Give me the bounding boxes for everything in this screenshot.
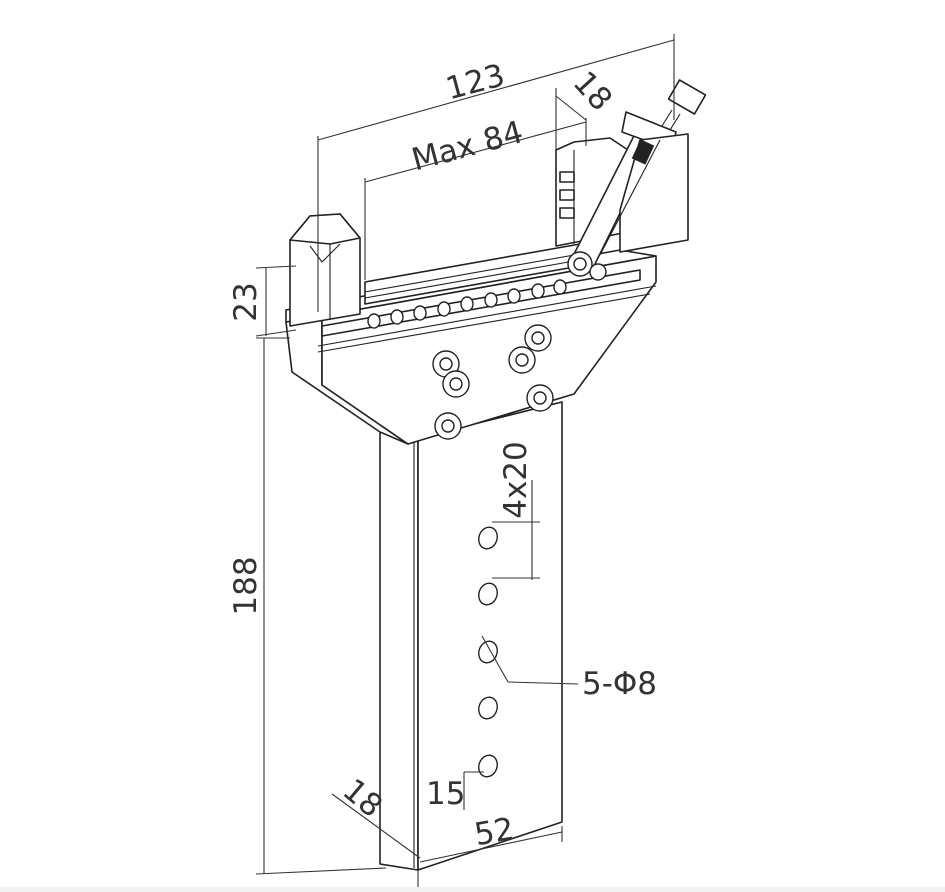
label-holes: 5-Φ8 xyxy=(582,666,657,702)
dim-bottom-offset xyxy=(463,771,484,810)
label-jaw-opening: Max 84 xyxy=(408,114,527,178)
label-jaw-height: 23 xyxy=(228,282,264,321)
bottom-strip xyxy=(0,887,945,892)
clamp-arm xyxy=(567,79,707,281)
bar-hole-2 xyxy=(478,582,498,606)
bar-hole-1 xyxy=(478,526,498,550)
dim-bar-width xyxy=(417,826,563,888)
bar-hole-5 xyxy=(478,754,498,778)
dim-jaw-height xyxy=(255,265,297,337)
dim-hole-pitch xyxy=(492,480,540,580)
fixed-jaw xyxy=(289,213,361,327)
dim-bar-thickness xyxy=(331,793,421,859)
label-overall-width: 123 xyxy=(442,57,508,107)
bar-hole-4 xyxy=(478,696,498,720)
label-hole-pitch: 4x20 xyxy=(498,441,534,519)
dim-jaw-opening xyxy=(364,118,587,280)
label-bottom-offset: 15 xyxy=(426,776,465,812)
vertical-bar xyxy=(379,401,563,871)
label-bar-width: 52 xyxy=(472,811,517,853)
bar-hole-3 xyxy=(478,640,498,664)
label-total-height: 188 xyxy=(228,556,264,615)
strip-holes xyxy=(367,279,567,329)
head-bolts xyxy=(432,324,554,440)
dim-holes-leader xyxy=(481,635,579,685)
bar-holes xyxy=(478,526,498,778)
dim-overall-width xyxy=(317,34,675,312)
dim-total-height xyxy=(255,337,387,875)
dim-jaw-width xyxy=(555,88,587,150)
